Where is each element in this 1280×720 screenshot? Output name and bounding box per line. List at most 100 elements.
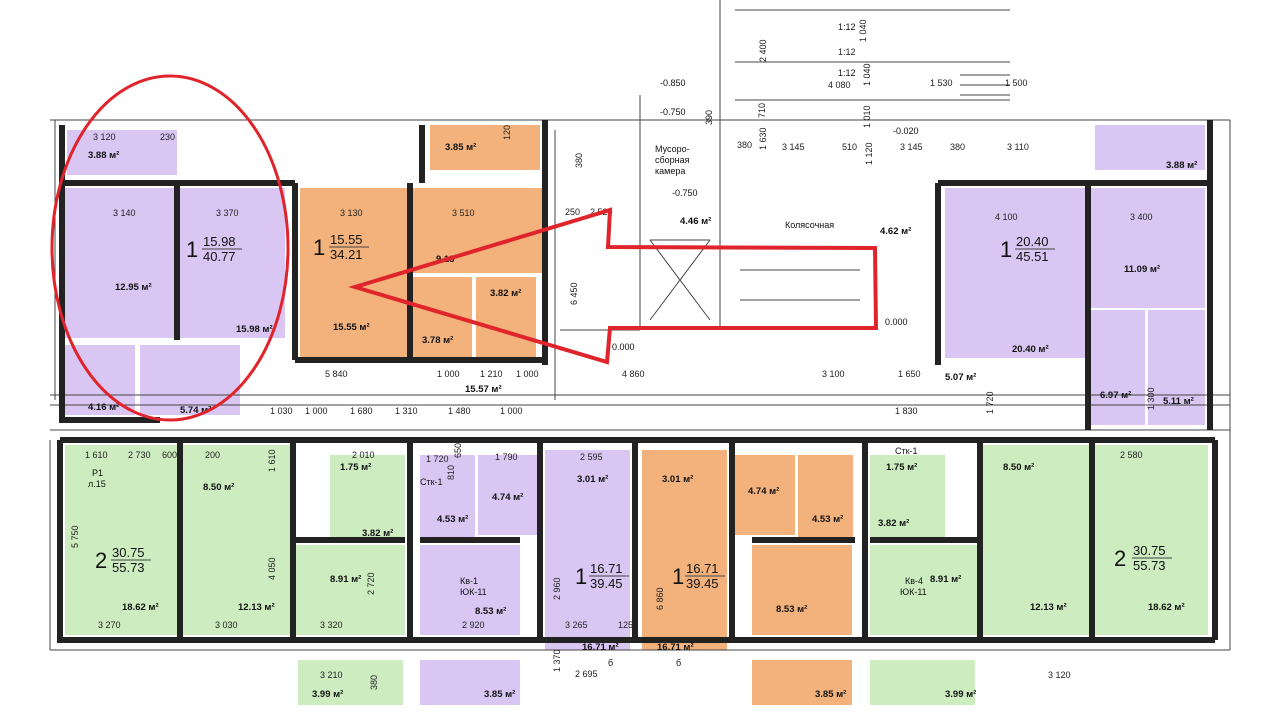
apartment-a5: Стк-1 Кв-1 ЮК-11 1 16.71 39.45 3.01 м² 4… xyxy=(420,474,629,700)
elevation-5: 0.000 xyxy=(612,342,635,352)
a6-kitchen: 8.53 м² xyxy=(776,604,807,615)
stroller-room-area: 4.62 м² xyxy=(880,226,911,237)
dim-t27: 3 400 xyxy=(1130,212,1153,222)
dim-t34: 1 650 xyxy=(898,369,921,379)
dim-b25: 1 370 xyxy=(552,649,562,672)
apt-a4-hall xyxy=(182,445,292,495)
dim-t8: 1 010 xyxy=(862,105,872,128)
a4-kitchen: 8.91 м² xyxy=(330,574,361,585)
a6-b: б xyxy=(676,658,681,668)
stroller-room-label: Колясочная xyxy=(785,220,834,230)
dim-t30: 1 210 xyxy=(480,369,503,379)
apartment-a4: Р1 л.15 2 30.75 55.73 18.62 м² 12.13 м² … xyxy=(88,462,393,700)
a6-bed: 16.71 м² xyxy=(657,642,694,653)
a1-rooms: 1 xyxy=(186,237,198,262)
dim-t6: 1 040 xyxy=(862,63,872,86)
dim-t28: 5 840 xyxy=(325,369,348,379)
a1-total: 40.77 xyxy=(203,249,236,264)
apt-a4-bed1 xyxy=(65,445,180,635)
a7-hall: 8.50 м² xyxy=(1003,462,1034,473)
a3-total: 45.51 xyxy=(1016,249,1049,264)
apt-a7-bed1 xyxy=(1093,445,1208,635)
a4-total: 55.73 xyxy=(112,560,145,575)
apt-a7-hall xyxy=(980,445,1090,495)
dim-t31: 1 000 xyxy=(516,369,539,379)
a4-p1b: л.15 xyxy=(88,479,106,489)
a4-p1: Р1 xyxy=(92,468,103,478)
elevation-2: -0.750 xyxy=(660,107,686,117)
a6-bath: 4.53 м² xyxy=(812,514,843,525)
dim-b26: 6 860 xyxy=(655,587,665,610)
dim-t2: 2 400 xyxy=(758,39,768,62)
dim-b19: 2 695 xyxy=(575,669,598,679)
hall-area: 15.57 м² xyxy=(465,384,502,395)
a5-living: 16.71 xyxy=(590,561,623,576)
a6-hall: 4.74 м² xyxy=(748,486,779,497)
apt-a4-kitchen xyxy=(295,545,405,635)
dim-b5: 2 010 xyxy=(352,450,375,460)
apt-a4-bed2 xyxy=(182,495,292,635)
a4-rooms: 2 xyxy=(95,548,107,573)
a7-uk: ЮК-11 xyxy=(900,587,927,597)
dim-t15: 3 145 xyxy=(900,142,923,152)
dim-t25: 3 510 xyxy=(452,208,475,218)
dim-t14: 1 120 xyxy=(864,142,874,165)
a7-total: 55.73 xyxy=(1133,558,1166,573)
a5-total: 39.45 xyxy=(590,576,623,591)
dim-b21: 5 750 xyxy=(70,525,80,548)
a7-living: 30.75 xyxy=(1133,543,1166,558)
a3-kitchen: 11.09 м² xyxy=(1124,264,1160,275)
room-fills xyxy=(65,125,1208,705)
dim-b4: 1 610 xyxy=(267,449,277,472)
dim-t0: 1:12 xyxy=(838,47,856,57)
a2-living: 15.55 xyxy=(330,232,363,247)
dim-b27: 2 580 xyxy=(1120,450,1143,460)
a2-bedroom: 15.55 м² xyxy=(333,322,370,333)
dim-b9: 1 790 xyxy=(495,452,518,462)
apt-a7-kitchen xyxy=(870,545,980,635)
apt-a5-loggia xyxy=(420,660,520,705)
dim-t22: 3 140 xyxy=(113,208,136,218)
a6-loggia: 3.85 м² xyxy=(815,689,846,700)
dim-t23: 3 370 xyxy=(216,208,239,218)
a3-bath: 5.11 м² xyxy=(1163,396,1194,407)
dim-b23: 2 720 xyxy=(366,572,376,595)
apartment-a7: Стк-1 Кв-4 ЮК-11 2 30.75 55.73 1.75 м² 3… xyxy=(878,446,1185,700)
dim-b11: 3 270 xyxy=(98,620,121,630)
dim-b33: 1 480 xyxy=(448,406,471,416)
apt-a6-bath xyxy=(798,455,853,540)
dim-t21: 380 xyxy=(574,153,584,168)
a7-bath1: 1.75 м² xyxy=(886,462,917,473)
dim-b35: 1 830 xyxy=(895,406,918,416)
a5-bath: 4.53 м² xyxy=(437,514,468,525)
apt-a3-hall xyxy=(1090,310,1145,425)
dim-t11: 1 630 xyxy=(758,127,768,150)
apt-a6-hall xyxy=(730,455,795,535)
dim-t4: 1 500 xyxy=(1005,78,1028,88)
dim-t19: 230 xyxy=(160,132,175,142)
a3-bedroom: 20.40 м² xyxy=(1012,344,1049,355)
a5-rooms: 1 xyxy=(575,564,587,589)
a4-hall: 8.50 м² xyxy=(203,482,234,493)
a2-bath: 3.82 м² xyxy=(490,288,521,299)
dim-b20: 3 120 xyxy=(1048,670,1071,680)
a6-corr: 3.01 м² xyxy=(662,474,693,485)
apt-a4-loggia xyxy=(298,660,403,705)
dim-t33: 3 100 xyxy=(822,369,845,379)
dim-t16: 380 xyxy=(950,142,965,152)
a3-loggia: 3.88 м² xyxy=(1166,160,1197,171)
dim-b0: 1 610 xyxy=(85,450,108,460)
dim-t29: 1 000 xyxy=(437,369,460,379)
apt-a3-kitchen xyxy=(1090,188,1205,308)
dim-t24: 3 130 xyxy=(340,208,363,218)
a3-rooms: 1 xyxy=(1000,237,1012,262)
a5-hall: 4.74 м² xyxy=(492,492,523,503)
dim-b36: 1 720 xyxy=(985,391,995,414)
a4-bed2: 12.13 м² xyxy=(238,602,275,613)
slope-label-2: 1:12 xyxy=(838,68,856,78)
a4-bath1: 1.75 м² xyxy=(340,462,371,473)
a4-bed1: 18.62 м² xyxy=(122,602,159,613)
elevation-4: -0.020 xyxy=(893,126,919,136)
